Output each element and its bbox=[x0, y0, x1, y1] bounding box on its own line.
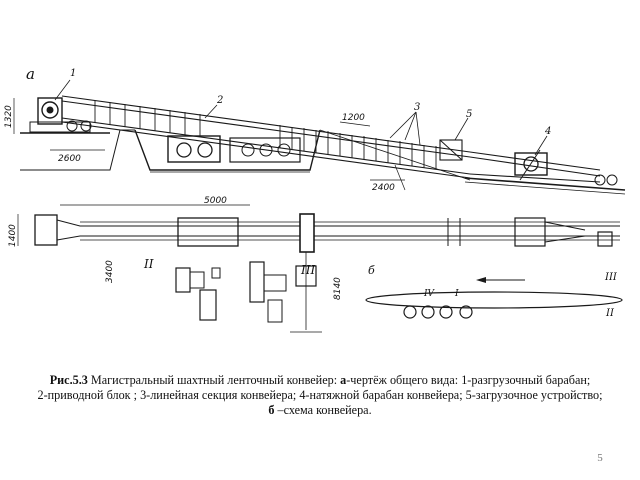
plan-view: 5000 1400 bbox=[8, 196, 620, 333]
caption-label-b: б bbox=[268, 403, 275, 417]
label-a: а bbox=[26, 65, 35, 83]
callout-3: 3 bbox=[414, 102, 420, 113]
dim-2600: 2600 bbox=[58, 154, 81, 164]
caption-line-1: Рис.5.3 Магистральный шахтный ленточный … bbox=[10, 373, 630, 388]
tension-drum bbox=[464, 149, 626, 195]
caption-line-3: б –схема конвейера. bbox=[10, 403, 630, 418]
caption-figure-number: Рис.5.3 bbox=[49, 373, 88, 387]
roman-IV: IV bbox=[423, 289, 436, 299]
callout-1: 1 bbox=[70, 68, 76, 79]
figure-caption: Рис.5.3 Магистральный шахтный ленточный … bbox=[10, 373, 630, 418]
caption-line-2: 2-приводной блок ; 3-линейная секция кон… bbox=[37, 388, 603, 402]
callout-2: 2 bbox=[216, 95, 223, 106]
callout-4: 4 bbox=[544, 126, 551, 137]
caption-title: Магистральный шахтный ленточный конвейер… bbox=[87, 373, 341, 387]
idler-rollers bbox=[94, 100, 437, 169]
unloading-drum bbox=[20, 97, 110, 134]
plan-frame bbox=[34, 213, 620, 253]
caption-line-1-rest: -чертёж общего вида: 1-разгрузочный бара… bbox=[346, 373, 591, 387]
dimensions-elevation: 1320 2600 1200 2400 bbox=[4, 98, 406, 193]
roman-III-top: III bbox=[300, 263, 315, 277]
plan-drives bbox=[175, 252, 322, 333]
drive-block bbox=[134, 129, 321, 173]
loading-device bbox=[439, 139, 463, 161]
roman-III-right: III bbox=[604, 272, 618, 283]
callouts: 1 2 3 5 4 bbox=[54, 68, 551, 156]
dim-3400: 3400 bbox=[105, 260, 115, 283]
dim-1400: 1400 bbox=[8, 224, 18, 247]
caption-line-3-rest: –схема конвейера. bbox=[274, 403, 372, 417]
dim-1200: 1200 bbox=[342, 113, 365, 123]
conveyor-frame bbox=[61, 95, 601, 183]
roman-II: II bbox=[143, 257, 154, 271]
dim-8140: 8140 bbox=[333, 277, 343, 300]
dim-1320: 1320 bbox=[4, 105, 14, 128]
caption-label-a: а bbox=[340, 373, 347, 387]
label-b: б bbox=[368, 264, 375, 277]
dim-2400: 2400 bbox=[372, 183, 395, 193]
schematic-b: б IV I III II bbox=[365, 264, 623, 319]
callout-5: 5 bbox=[466, 109, 472, 120]
elevation-view: а bbox=[4, 65, 626, 195]
conveyor-drawing: а bbox=[4, 65, 626, 333]
page-number: 5 bbox=[597, 452, 603, 464]
roman-I: I bbox=[454, 289, 459, 299]
roman-II-right: II bbox=[605, 308, 615, 319]
ground-line bbox=[20, 129, 135, 171]
dim-5000: 5000 bbox=[204, 196, 227, 206]
